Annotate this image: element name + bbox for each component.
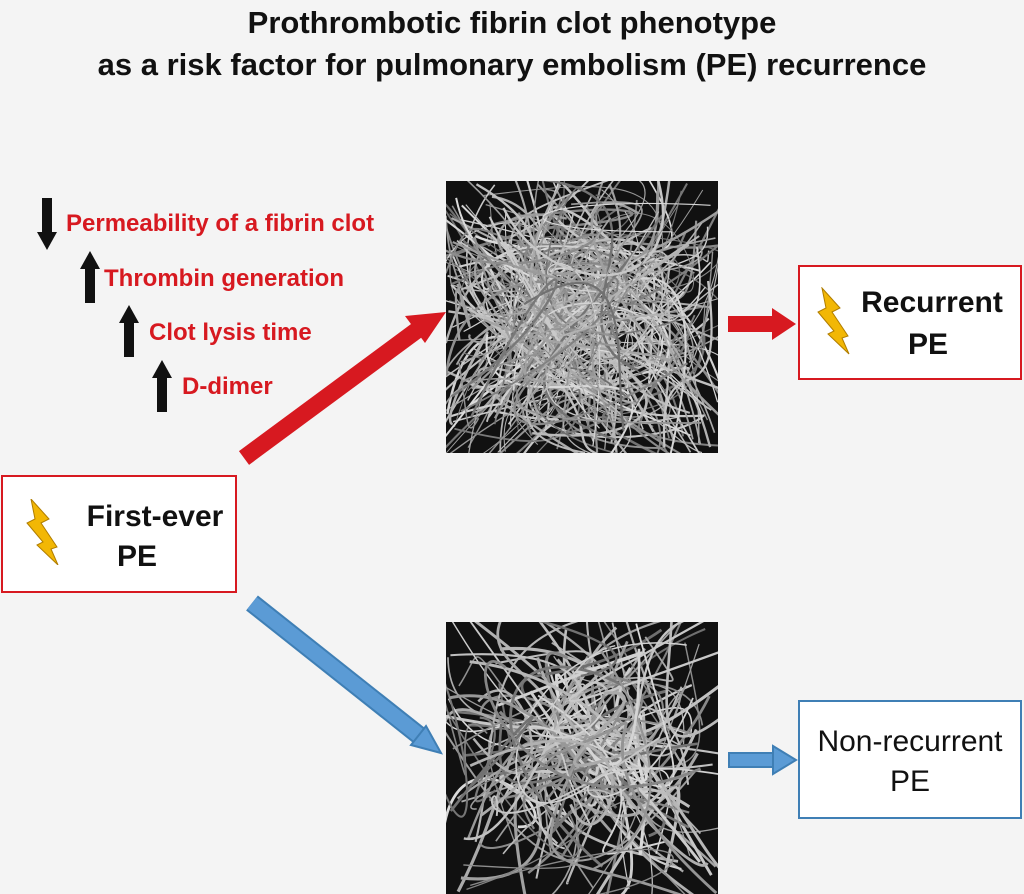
up-arrow-icon: [119, 305, 139, 357]
title-line-1: Prothrombotic fibrin clot phenotype: [247, 5, 777, 40]
dense-fibrin-clot-image: [446, 181, 718, 453]
risk-factor-d-dimer: D-dimer: [182, 373, 273, 400]
loose-fibrin-clot-image: [446, 622, 718, 894]
arrow-to-loose-clot: [246, 595, 444, 755]
non-recurrent-pe-label: PE: [889, 765, 931, 798]
lightning-bolt-icon: [26, 499, 59, 565]
arrow-to-nonrecurrent: [728, 744, 798, 776]
lightning-bolt-icon: [817, 287, 850, 355]
down-arrow-icon: [37, 198, 57, 250]
risk-factor-permeability: Permeability of a fibrin clot: [66, 210, 375, 237]
non-recurrent-label: Non-recurrent: [817, 725, 1003, 758]
up-arrow-icon: [80, 251, 100, 303]
risk-factor-thrombin: Thrombin generation: [104, 265, 344, 292]
first-ever-pe-box: First-ever PE: [1, 475, 237, 593]
recurrent-pe-label: PE: [907, 328, 949, 361]
first-ever-pe-label: PE: [116, 540, 158, 573]
arrow-to-recurrent: [728, 308, 796, 340]
arrow-to-dense-clot: [238, 312, 446, 465]
up-arrow-icon: [152, 360, 172, 412]
title-line-2: as a risk factor for pulmonary embolism …: [97, 47, 927, 82]
diagram-title: Prothrombotic fibrin clot phenotype as a…: [0, 2, 1024, 86]
recurrent-label: Recurrent: [861, 286, 1003, 319]
risk-factor-clot-lysis: Clot lysis time: [149, 319, 312, 346]
non-recurrent-pe-box: Non-recurrent PE: [798, 700, 1022, 819]
first-ever-label: First-ever: [86, 500, 224, 533]
recurrent-pe-box: Recurrent PE: [798, 265, 1022, 380]
